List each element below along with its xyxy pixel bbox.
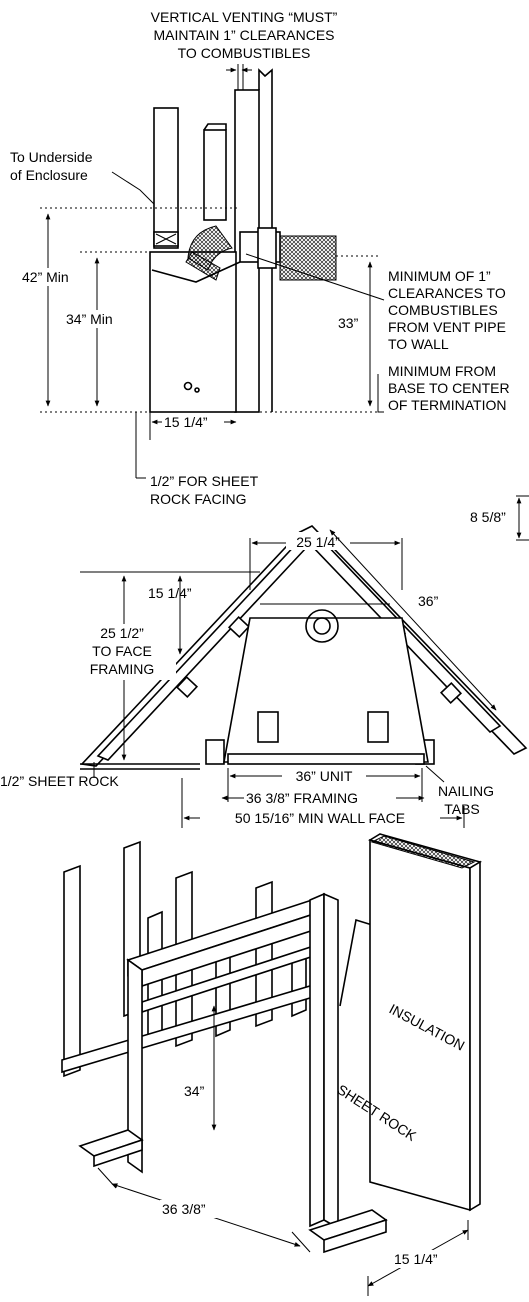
dim-36-diag-label: 36” bbox=[418, 593, 439, 609]
plan-unit-body bbox=[223, 617, 429, 763]
dim-25-half-line-2: TO FACE bbox=[92, 643, 152, 659]
termination-note-line-3: OF TERMINATION bbox=[388, 397, 506, 413]
plan-view: 8 5/8” 25 1/4” 1 bbox=[0, 495, 529, 828]
vent-pipe-vertical bbox=[203, 129, 227, 221]
plan-stud-1 bbox=[175, 675, 199, 699]
iso-dim-36-bg bbox=[160, 1200, 230, 1218]
sheetrock-note-line-1: 1/2” FOR SHEET bbox=[150, 473, 259, 489]
dim-25-half-line-3: FRAMING bbox=[90, 661, 155, 677]
stud-left bbox=[153, 107, 179, 249]
iso-dim-36-ext-right bbox=[291, 1231, 311, 1253]
dim-25-half-bg bbox=[66, 624, 176, 680]
termination-note-line-2: BASE TO CENTER bbox=[388, 380, 510, 396]
termination-bracket bbox=[377, 374, 384, 413]
venting-note-line-3: TO COMBUSTIBLES bbox=[178, 45, 311, 61]
gas-valve-b bbox=[194, 387, 200, 393]
plan-log-right bbox=[367, 711, 389, 743]
plan-unit-front bbox=[227, 753, 425, 765]
iso-front-stud-right bbox=[309, 892, 325, 1228]
dim-framing-label: 36 3/8” FRAMING bbox=[246, 790, 358, 806]
sheetrock-note-line-2: ROCK FACING bbox=[150, 491, 246, 507]
fireplace-body bbox=[149, 251, 237, 413]
dim-25-half-line-1: 25 1/2” bbox=[100, 625, 144, 641]
iso-dim-34-label: 34” bbox=[184, 1083, 205, 1099]
dim-unit-bg bbox=[282, 767, 366, 785]
iso-view: INSULATION SHEET ROCK 34” 36 3/8” 15 1/4… bbox=[61, 833, 483, 1296]
dim-33-label: 33” bbox=[338, 315, 359, 331]
iso-floor-plate-left-face bbox=[93, 1138, 143, 1168]
dim-15-quarter-bg bbox=[162, 413, 224, 430]
iso-stud-1 bbox=[63, 864, 81, 1078]
dim-15q-plan-label: 15 1/4” bbox=[148, 585, 192, 601]
nailing-tabs-line-1: NAILING bbox=[438, 783, 494, 799]
vent-wall-top bbox=[258, 68, 273, 412]
dim-framing-bg bbox=[244, 789, 396, 807]
dim-42-label: 42” Min bbox=[22, 269, 69, 285]
dim-wallface-bg bbox=[200, 809, 440, 827]
iso-dim-36-ext-left bbox=[97, 1167, 117, 1189]
nailing-tabs-leader bbox=[425, 765, 445, 783]
termination-cap bbox=[279, 235, 337, 281]
iso-dim-15q-bg bbox=[392, 1250, 454, 1268]
plan-log-left bbox=[257, 711, 279, 743]
side-view: VERTICAL VENTING “MUST” MAINTAIN 1” CLEA… bbox=[8, 9, 510, 507]
iso-dim-36-label: 36 3/8” bbox=[162, 1201, 206, 1217]
underside-leader bbox=[111, 171, 161, 211]
gas-valve-a bbox=[183, 381, 193, 391]
vent-pipe-cap bbox=[203, 123, 227, 131]
plan-stud-2 bbox=[227, 615, 251, 639]
nailing-tabs-line-2: TABS bbox=[444, 801, 480, 817]
underside-label-line-2: of Enclosure bbox=[10, 167, 88, 183]
wall-thimble bbox=[257, 227, 277, 269]
venting-note-line-2: MAINTAIN 1” CLEARANCES bbox=[154, 27, 335, 43]
plan-sheet-rock-label: 1/2” SHEET ROCK bbox=[0, 773, 119, 789]
dim-42-bg bbox=[8, 268, 64, 286]
clearance-note-line-5: TO WALL bbox=[388, 336, 449, 352]
dim-25-quarter-label: 25 1/4” bbox=[296, 534, 340, 550]
fireplace-top-slope bbox=[151, 261, 241, 283]
clearance-note-line-1: MINIMUM OF 1” bbox=[388, 268, 491, 284]
iso-front-stud-left bbox=[127, 958, 143, 1174]
dim-34-bg bbox=[62, 310, 128, 328]
iso-dim-34-bg bbox=[182, 1082, 212, 1100]
dim-36-diag-line bbox=[329, 529, 497, 711]
plan-stud-left-end bbox=[205, 739, 225, 765]
termination-note-line-1: MINIMUM FROM bbox=[388, 363, 496, 379]
iso-dim-15q-label: 15 1/4” bbox=[394, 1251, 438, 1267]
vent-collar bbox=[185, 251, 221, 281]
iso-sheetrock-edge bbox=[469, 860, 481, 1212]
clearance-leader bbox=[245, 253, 385, 301]
iso-front-stud-right-side bbox=[323, 892, 339, 1230]
clearance-note-line-2: CLEARANCES TO bbox=[388, 285, 506, 301]
dim-wallface-label: 50 15/16” MIN WALL FACE bbox=[235, 810, 405, 826]
header-x bbox=[155, 233, 177, 245]
underside-label-line-1: To Underside bbox=[10, 149, 93, 165]
dim-8-5-8-label: 8 5/8” bbox=[470, 509, 506, 525]
dim-34-label: 34” Min bbox=[66, 311, 113, 327]
clearance-note-line-3: COMBUSTIBLES bbox=[388, 302, 498, 318]
venting-note-line-1: VERTICAL VENTING “MUST” bbox=[151, 9, 338, 25]
dim-15-quarter-label: 15 1/4” bbox=[164, 414, 208, 430]
iso-insulation bbox=[370, 835, 476, 869]
clearance-note-line-4: FROM VENT PIPE bbox=[388, 319, 506, 335]
dim-unit-label: 36” UNIT bbox=[296, 768, 353, 784]
